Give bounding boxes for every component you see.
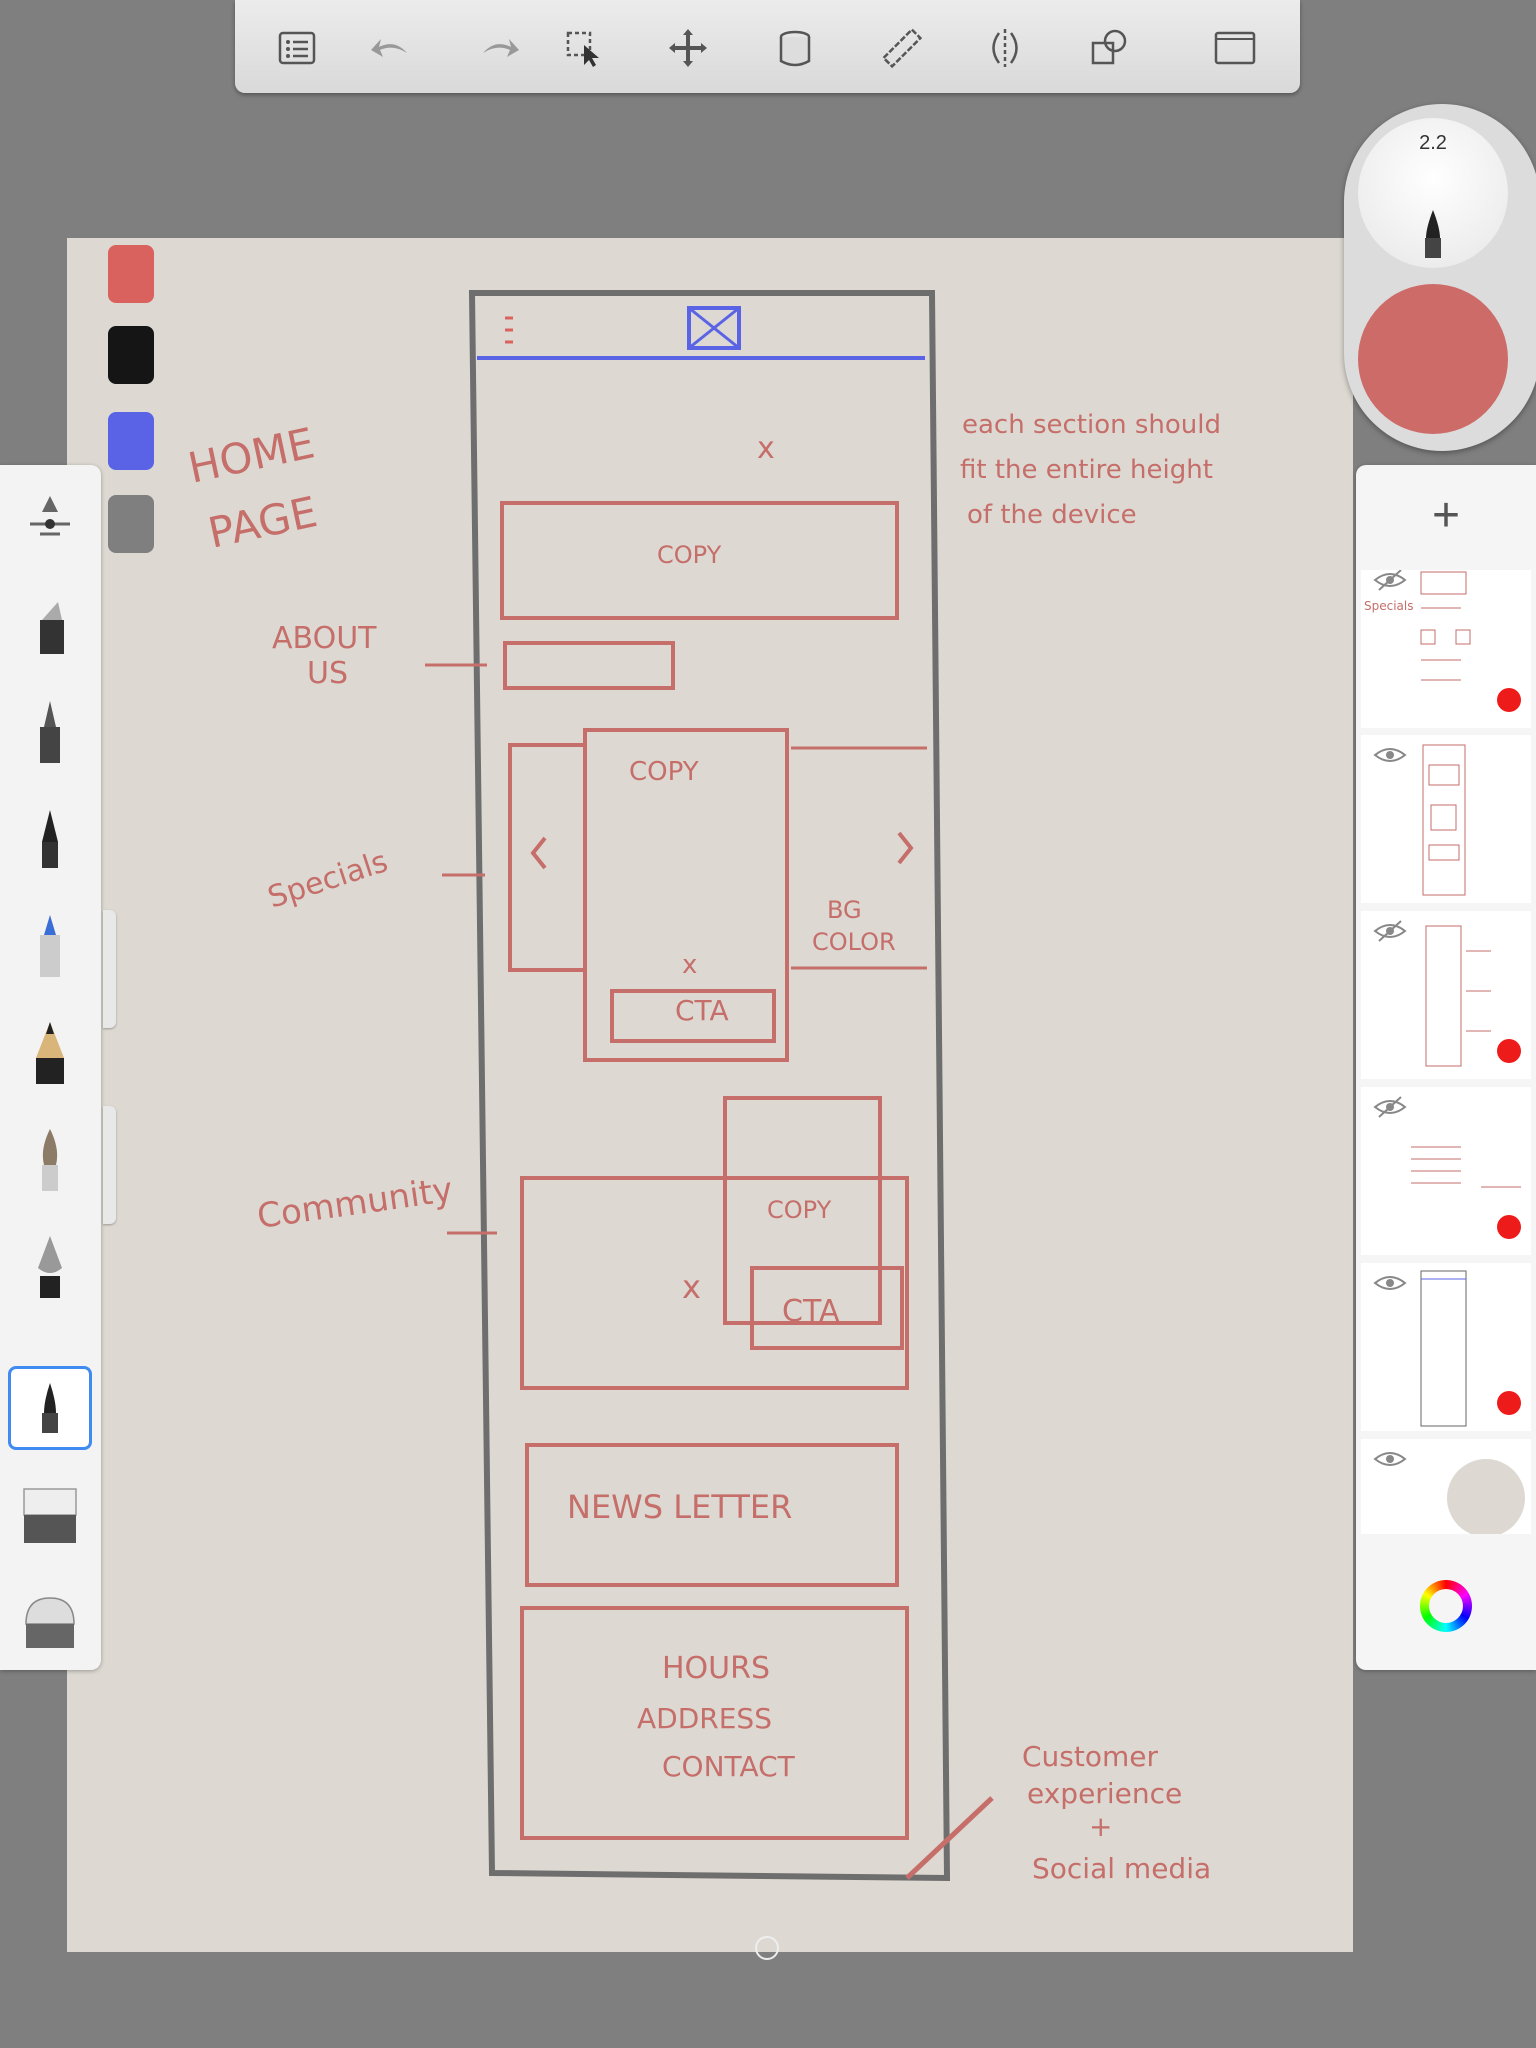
community-cta: CTA xyxy=(782,1294,840,1329)
fineliner-icon[interactable] xyxy=(8,797,92,881)
community-x: x xyxy=(682,1268,701,1306)
eye-icon[interactable] xyxy=(1373,743,1407,767)
layer-thumbnail-3[interactable] xyxy=(1361,911,1531,1079)
bg-label-1: BG xyxy=(827,896,862,924)
hero-copy: COPY xyxy=(657,541,722,569)
swatch-black[interactable] xyxy=(108,326,154,384)
blender-icon[interactable] xyxy=(8,1577,92,1661)
swatch-gray[interactable] xyxy=(108,495,154,553)
contact-label: CONTACT xyxy=(662,1750,796,1783)
title-page: PAGE xyxy=(204,487,322,558)
bg-label-2: COLOR xyxy=(812,928,896,956)
transform-icon[interactable] xyxy=(658,18,718,78)
drawing-canvas[interactable]: HOME PAGE each section should fit the en… xyxy=(67,238,1353,1952)
label-specials: Specials xyxy=(264,844,392,916)
cx-line-4: Social media xyxy=(1032,1852,1211,1885)
hours-label: HOURS xyxy=(662,1651,770,1686)
address-label: ADDRESS xyxy=(637,1702,772,1735)
label-us: US xyxy=(307,656,348,691)
technical-pen-icon[interactable] xyxy=(8,690,92,774)
brush-pen-icon[interactable] xyxy=(8,1366,92,1450)
layer-1-label: Specials xyxy=(1364,599,1414,613)
note-line-3: of the device xyxy=(967,500,1137,530)
layer-alert-dot xyxy=(1497,1215,1521,1239)
cx-line-2: experience xyxy=(1027,1777,1182,1810)
cx-line-3: + xyxy=(1089,1810,1112,1843)
brush-tip-icon xyxy=(1425,210,1441,258)
hidden-eye-icon[interactable] xyxy=(1373,1095,1407,1119)
brush-size-value: 2.2 xyxy=(1419,132,1447,154)
layer-alert-dot xyxy=(1497,688,1521,712)
layer-list: Specials xyxy=(1356,570,1536,1534)
eye-icon[interactable] xyxy=(1373,1271,1407,1295)
note-line-2: fit the entire height xyxy=(960,455,1213,485)
newsletter-label: NEWS LETTER xyxy=(567,1488,792,1526)
layer-thumbnail-4[interactable] xyxy=(1361,1087,1531,1255)
label-about: ABOUT xyxy=(272,621,377,656)
brush-puck: 2.2 xyxy=(1344,104,1536,451)
ink-pen-icon[interactable] xyxy=(8,904,92,988)
list-icon[interactable] xyxy=(267,18,327,78)
ruler-icon[interactable] xyxy=(872,18,932,78)
background-layer[interactable] xyxy=(1361,1439,1531,1534)
layers-panel: + Specials xyxy=(1356,465,1536,1670)
airbrush-icon[interactable] xyxy=(8,583,92,667)
pencil-icon[interactable] xyxy=(8,1011,92,1095)
selection-icon[interactable] xyxy=(555,18,615,78)
home-indicator xyxy=(755,1936,779,1960)
color-wheel-icon[interactable] xyxy=(1420,1580,1472,1632)
brush-size-control[interactable]: 2.2 xyxy=(1358,118,1508,268)
swatch-red[interactable] xyxy=(108,245,154,303)
paintbrush-icon[interactable] xyxy=(8,1118,92,1202)
title-home: HOME xyxy=(184,418,319,492)
brush-library xyxy=(0,465,101,1670)
redo-icon[interactable] xyxy=(470,18,530,78)
layer-thumbnail-2[interactable] xyxy=(1361,735,1531,903)
eye-icon[interactable] xyxy=(1373,1447,1407,1471)
specials-copy: COPY xyxy=(629,757,699,787)
layer-alert-dot xyxy=(1497,1039,1521,1063)
specials-cta: CTA xyxy=(675,994,729,1027)
top-toolbar xyxy=(235,0,1300,93)
hero-x: x xyxy=(757,431,775,466)
brush-opacity-slider-icon[interactable] xyxy=(8,475,92,559)
hidden-eye-icon[interactable] xyxy=(1373,570,1407,592)
eraser-icon[interactable] xyxy=(8,1472,92,1556)
brush-size-handle[interactable] xyxy=(103,910,116,1028)
swatch-blue[interactable] xyxy=(108,412,154,470)
brush-color-control[interactable] xyxy=(1358,284,1508,434)
specials-x: x xyxy=(682,950,697,980)
note-line-1: each section should xyxy=(962,410,1221,440)
brush-opacity-handle[interactable] xyxy=(103,1106,116,1224)
add-layer-button[interactable]: + xyxy=(1431,488,1461,542)
fullscreen-icon[interactable] xyxy=(1205,18,1265,78)
label-community: Community xyxy=(255,1170,455,1237)
undo-icon[interactable] xyxy=(360,18,420,78)
fountain-pen-icon[interactable] xyxy=(8,1225,92,1309)
layer-alert-dot xyxy=(1497,1391,1521,1415)
layer-thumbnail-1[interactable]: Specials xyxy=(1361,570,1531,728)
cx-line-1: Customer xyxy=(1022,1740,1158,1773)
symmetry-icon[interactable] xyxy=(975,18,1035,78)
background-color-swatch[interactable] xyxy=(1447,1459,1525,1534)
fill-icon[interactable] xyxy=(765,18,825,78)
wireframe-sketch: HOME PAGE each section should fit the en… xyxy=(184,290,1221,1885)
shapes-icon[interactable] xyxy=(1080,18,1140,78)
layer-thumbnail-5[interactable] xyxy=(1361,1263,1531,1431)
community-copy: COPY xyxy=(767,1196,832,1224)
hidden-eye-icon[interactable] xyxy=(1373,919,1407,943)
